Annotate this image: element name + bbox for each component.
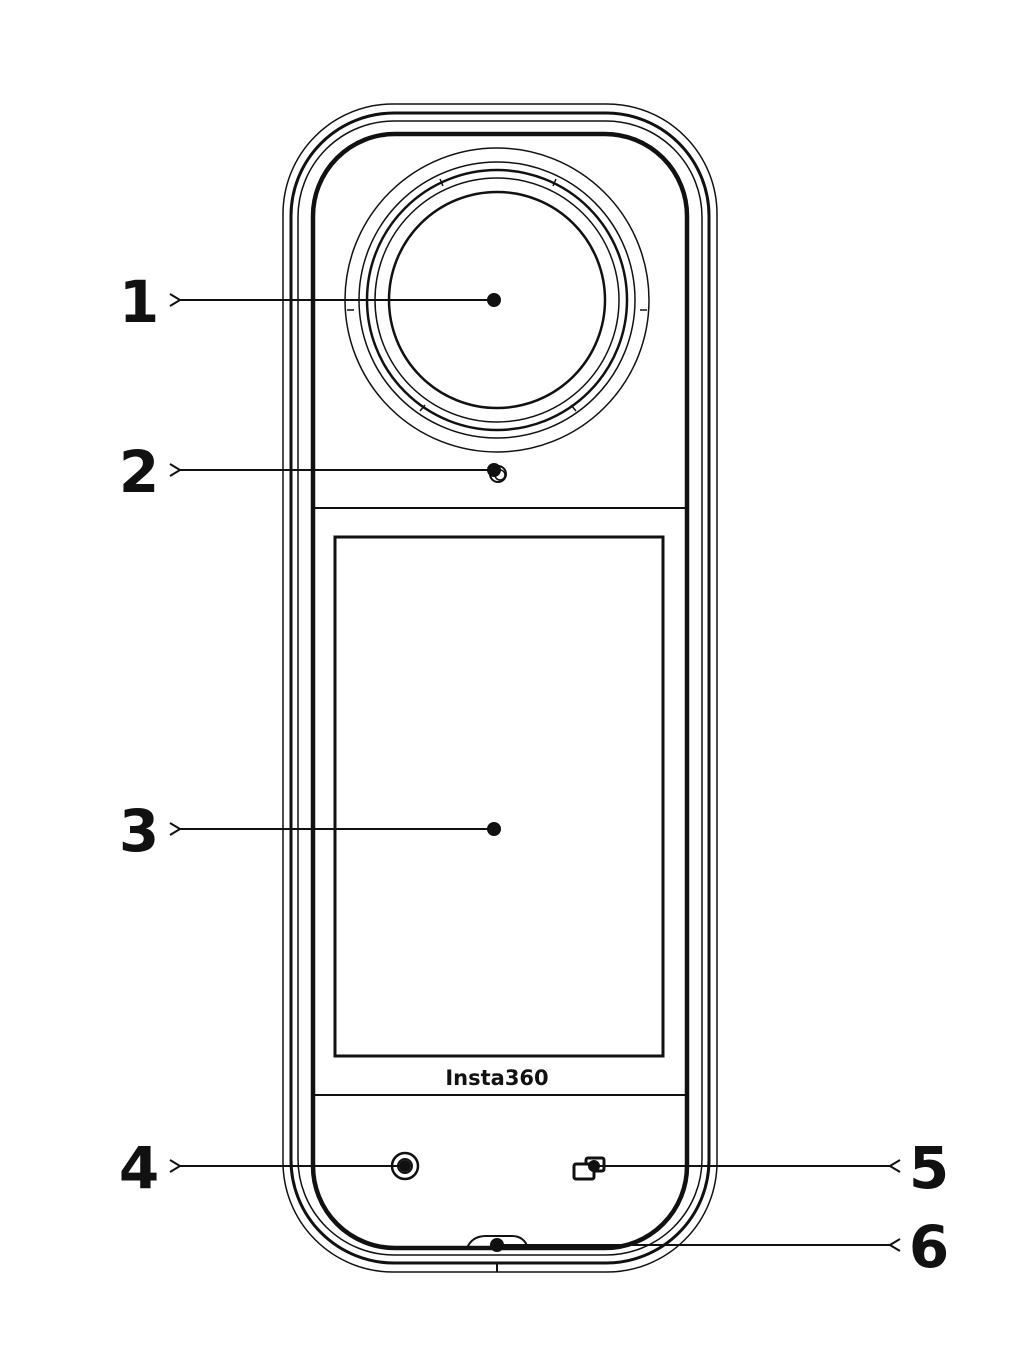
callout-number-6: 6 <box>909 1213 949 1281</box>
callout-number-4: 4 <box>119 1134 159 1202</box>
callout-leader-5 <box>588 1159 901 1173</box>
callout-leader-2 <box>169 463 501 477</box>
touchscreen <box>333 535 665 1058</box>
camera-body <box>282 103 718 1273</box>
body-outer-shell <box>289 111 711 1265</box>
callout-leader-6 <box>490 1238 901 1252</box>
callout-number-2: 2 <box>119 438 159 506</box>
callout-leaders <box>169 293 901 1252</box>
body-outer-edge <box>282 103 718 1273</box>
callout-number-1: 1 <box>119 268 159 336</box>
callout-leader-1 <box>169 293 501 307</box>
bottom-port <box>466 1235 529 1272</box>
callout-number-3: 3 <box>119 797 159 865</box>
brand-logo-text: Insta360 <box>445 1066 548 1090</box>
callout-number-5: 5 <box>909 1134 949 1202</box>
lens-ring-notches <box>347 178 647 412</box>
callout-leader-3 <box>169 822 501 836</box>
callout-numbers: 1 2 3 4 5 6 <box>119 268 949 1281</box>
section-dividers <box>313 507 687 1096</box>
callout-leader-4 <box>169 1159 411 1173</box>
body-inner-shell <box>297 120 703 1256</box>
